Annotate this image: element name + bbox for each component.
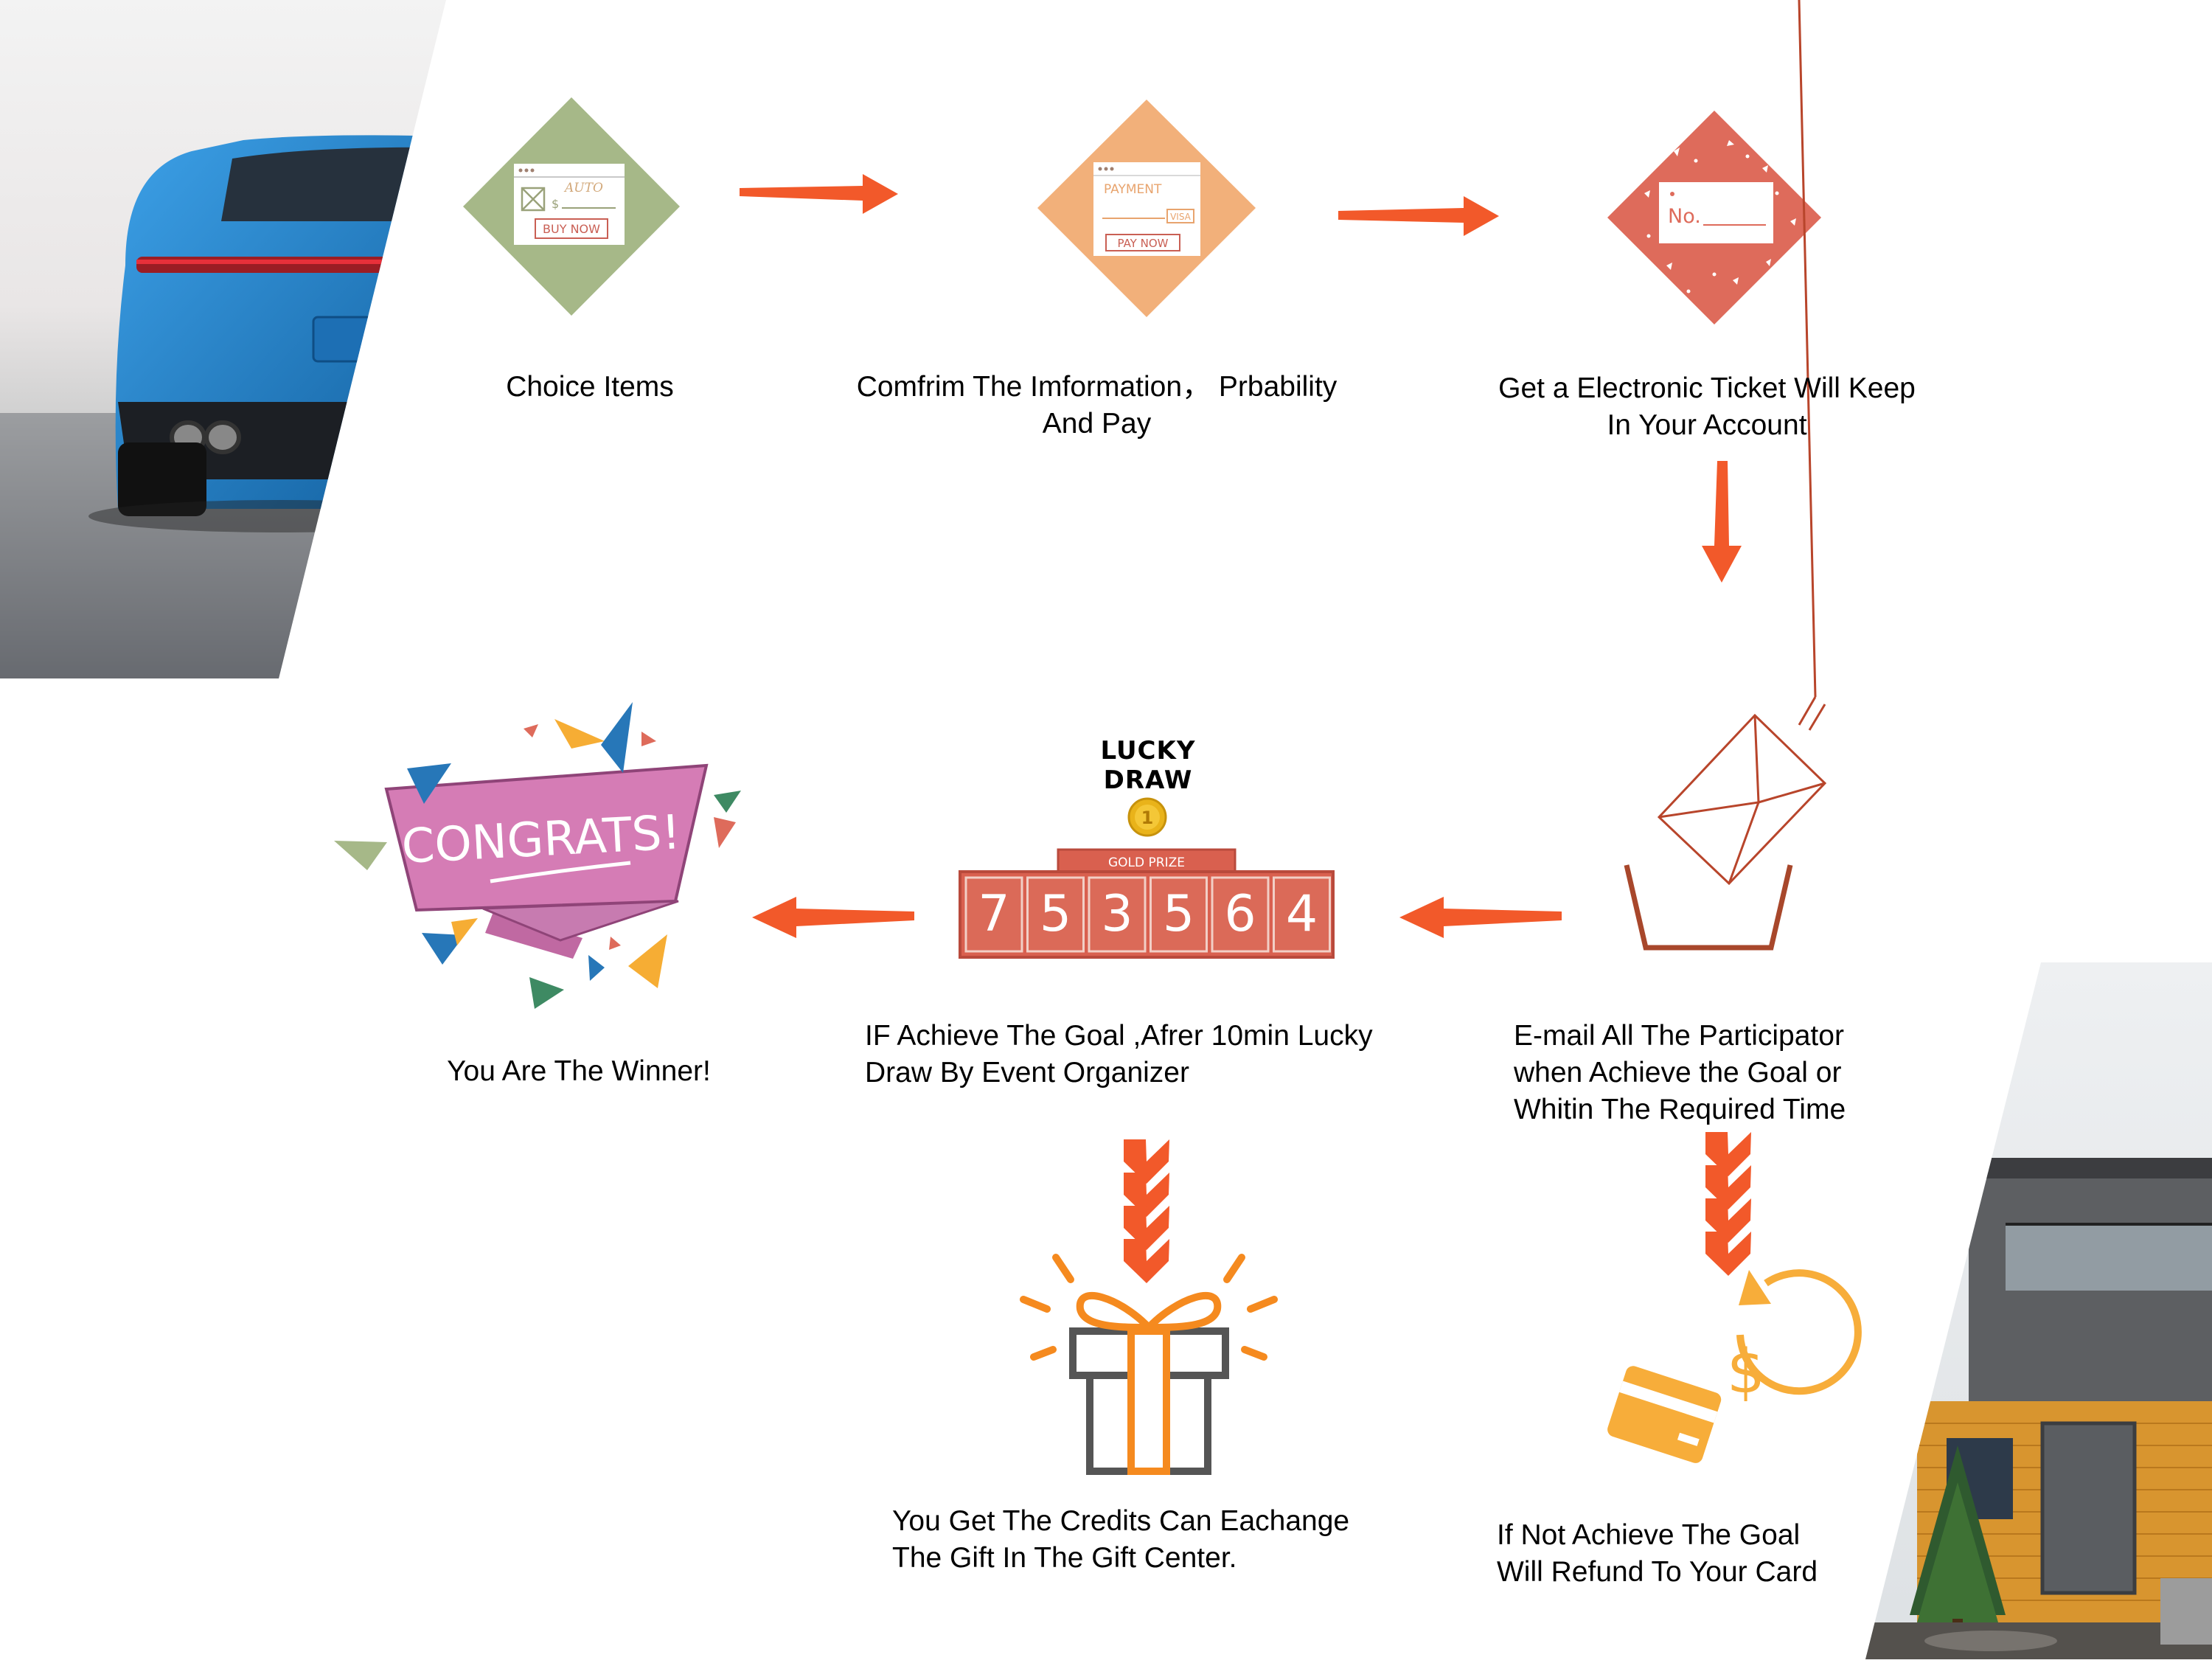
- step-lucky-draw-label-line-1: IF Achieve The Goal ,Afrer 10min Lucky: [865, 1020, 1373, 1052]
- step-refund-label-line-2: Will Refund To Your Card: [1497, 1556, 1818, 1588]
- step-ticket-label-line-1: Get a Electronic Ticket Will Keep: [1498, 372, 1916, 404]
- arrow-2: [1338, 196, 1499, 236]
- arrow-5-left: [752, 897, 914, 938]
- product-card-auto: AUTO: [563, 181, 603, 195]
- digit-cell: [1150, 876, 1208, 953]
- draw-digit: 5: [1040, 885, 1071, 943]
- product-form-icon: AUTO $ BUY NOW: [463, 97, 680, 316]
- product-card-currency: $: [552, 197, 559, 211]
- payment-card-title: PAYMENT: [1104, 182, 1162, 197]
- step-ticket-label: Get a Electronic Ticket Will Keep In Your…: [1464, 370, 1950, 444]
- medal-number: 1: [1141, 808, 1154, 828]
- step-winner-label: You Are The Winner!: [413, 1053, 745, 1090]
- refund-card-icon: $: [1607, 1269, 1862, 1463]
- digit-cell: [964, 876, 1023, 953]
- step-confirm-label-line-2: And Pay: [1042, 408, 1152, 440]
- ticket-icon: No.: [1607, 111, 1821, 324]
- step-credits-label-line-2: The Gift In The Gift Center.: [892, 1542, 1237, 1574]
- congrats-banner-icon: CONGRATS!: [334, 702, 741, 1009]
- step-ticket-label-line-2: In Your Account: [1607, 409, 1807, 441]
- lucky-draw-title: LUCKY DRAW: [1100, 736, 1196, 795]
- draw-digit: 6: [1224, 885, 1256, 943]
- draw-digit: 3: [1101, 885, 1133, 943]
- arrow-1: [740, 174, 898, 214]
- arrow-4-left: [1399, 897, 1562, 938]
- step-confirm-label-line-1: Comfrim The Imformation， Prbability: [856, 371, 1338, 403]
- step-refund-label-line-1: If Not Achieve The Goal: [1497, 1519, 1801, 1551]
- blue-sports-car-photo: [0, 0, 446, 678]
- digit-cell: [1088, 876, 1147, 953]
- payment-form-icon: PAYMENT VISA PAY NOW: [1037, 100, 1256, 317]
- draw-digit: 7: [978, 885, 1009, 943]
- step-email-label-line-2: when Achieve the Goal or: [1514, 1057, 1842, 1089]
- step-email-label-line-1: E-mail All The Participator: [1514, 1020, 1844, 1052]
- step-choice-label-line-1: Choice Items: [506, 371, 674, 403]
- payment-card-pay-now: PAY NOW: [1118, 237, 1169, 250]
- step-email-label: E-mail All The Participator when Achieve …: [1514, 1018, 1927, 1128]
- arrow-3-down: [1702, 461, 1742, 583]
- gold-prize-label: GOLD PRIZE: [1108, 855, 1185, 870]
- draw-digit: 4: [1286, 885, 1318, 943]
- ticket-number-label: No.: [1668, 205, 1701, 228]
- step-lucky-draw-label-line-2: Draw By Event Organizer: [865, 1057, 1189, 1089]
- envelope-icon: [1624, 0, 1827, 951]
- step-email-label-line-3: Whitin The Required Time: [1514, 1094, 1846, 1125]
- product-card-buy-now: BUY NOW: [543, 222, 600, 236]
- digit-cell: [1273, 876, 1331, 953]
- payment-card-visa: VISA: [1170, 212, 1192, 222]
- chevron-stack-left: [1124, 1139, 1169, 1283]
- draw-digit: 5: [1163, 885, 1194, 943]
- digit-cell: [1026, 876, 1085, 953]
- digit-cell: [1211, 876, 1270, 953]
- refund-dollar-sign: $: [1727, 1337, 1765, 1407]
- gift-box-icon: [1020, 1254, 1278, 1475]
- step-choice-label: Choice Items: [442, 369, 737, 406]
- step-winner-label-line-1: You Are The Winner!: [447, 1055, 711, 1087]
- chevron-stack-right: [1705, 1132, 1751, 1276]
- step-credits-label-line-1: You Get The Credits Can Eachange: [892, 1505, 1350, 1537]
